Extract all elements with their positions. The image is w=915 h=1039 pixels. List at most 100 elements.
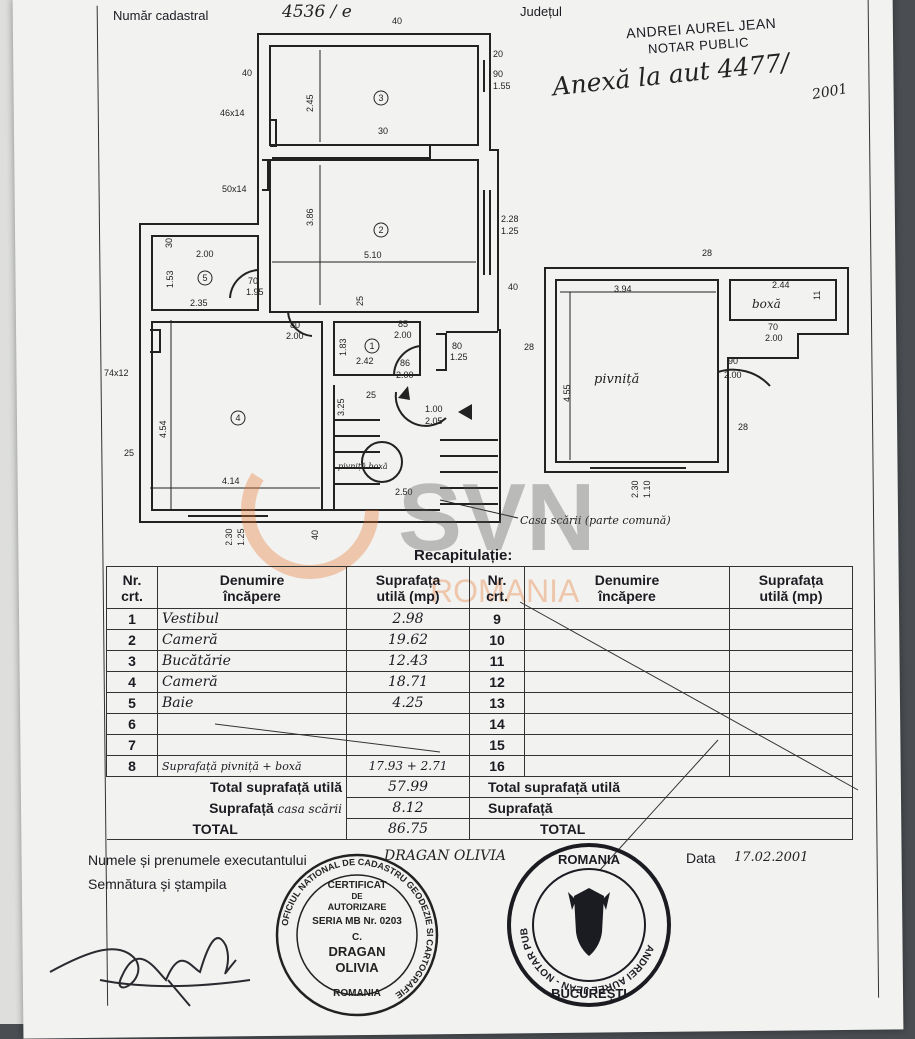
dim: 2.50 <box>395 487 413 497</box>
room-3-number: 3 <box>378 93 383 103</box>
executor-name: DRAGAN OLIVIA <box>384 848 506 864</box>
dim: 4.14 <box>222 476 240 486</box>
svg-text:OFICIUL NATIONAL DE CADASTRU G: OFICIUL NATIONAL DE CADASTRU GEODEZIE SI… <box>280 857 435 1001</box>
dim: 2.00 <box>765 333 783 343</box>
dim: 2.28 <box>501 214 519 224</box>
dim: 5.10 <box>364 250 382 260</box>
dim: 90 <box>728 356 738 366</box>
executor-label: Numele și prenumele executantului <box>88 852 307 868</box>
dim: 1.25 <box>236 528 246 545</box>
coat-of-arms-icon <box>568 888 610 956</box>
dim: 1.83 <box>338 338 348 356</box>
dim: 1.25 <box>501 226 519 236</box>
sign-label: Semnătura și ștampila <box>88 876 227 892</box>
dim: 2.00 <box>394 330 412 340</box>
date-label: Data <box>686 850 716 866</box>
county-label: Județul <box>520 4 562 19</box>
signature <box>49 937 251 1007</box>
stair-label: Casa scării (parte comună) <box>520 514 671 527</box>
dim: 2.42 <box>356 356 374 366</box>
dim: 85 <box>398 319 408 329</box>
certificate-stamp: OFICIUL NATIONAL DE CADASTRU GEODEZIE SI… <box>275 853 439 1017</box>
header-nr-right: Nr.crt. <box>469 566 525 609</box>
cert-line6: DRAGAN <box>328 944 385 959</box>
recap-title: Recapitulație: <box>414 547 513 564</box>
dim: 46x14 <box>220 108 245 118</box>
notary-bottom-text: BUCUREȘTI <box>551 986 627 1001</box>
header-nr: Nr.crt. <box>106 566 158 609</box>
cadastral-label: Număr cadastral <box>113 8 209 23</box>
cert-line4: SERIA MB Nr. 0203 <box>312 916 402 927</box>
basement-label: pivniță <box>594 372 639 387</box>
dim: 40 <box>310 530 320 540</box>
total-row: TOTAL 86.75 TOTAL <box>106 818 853 840</box>
dim: 1.00 <box>425 404 443 414</box>
cert-line2: DE <box>351 892 363 901</box>
stair-storage-label: pivniță boxă <box>338 462 388 471</box>
dim: 74x12 <box>104 368 129 378</box>
dim: 50x14 <box>222 184 247 194</box>
dim: 28 <box>702 248 712 258</box>
dim: 40 <box>242 68 252 78</box>
dim: 3.25 <box>336 398 346 416</box>
dim: 40 <box>392 16 402 26</box>
dim: 28 <box>524 342 534 352</box>
dim: 86 <box>400 358 410 368</box>
notary-top-text: ROMANIA <box>558 852 621 867</box>
notary-stamp: ANDREI AUREL JEAN - NOTAR PUBLIC ROMANIA… <box>504 840 671 1007</box>
cert-ring-text: OFICIUL NATIONAL DE CADASTRU GEODEZIE SI… <box>280 857 435 1001</box>
cert-line3: AUTORIZARE <box>328 902 387 912</box>
dim: 30 <box>378 126 388 136</box>
dim: 40 <box>508 282 518 292</box>
dim: 2.00 <box>286 331 304 341</box>
dim: 2.44 <box>772 280 790 290</box>
dim: 2.35 <box>190 298 208 308</box>
dim: 11 <box>812 291 822 300</box>
dim: 25 <box>355 296 365 306</box>
dim: 90 <box>493 69 503 79</box>
dim: 1.95 <box>246 287 264 297</box>
dim: 2.30 <box>224 528 234 545</box>
dim: 20 <box>493 49 503 59</box>
total-util-row: Total suprafață utilă 57.99 Total supraf… <box>106 776 853 798</box>
dim: 3.94 <box>614 284 632 294</box>
dim: 25 <box>366 390 376 400</box>
room-4-number: 4 <box>235 413 240 423</box>
date-value: 17.02.2001 <box>734 850 809 865</box>
dim: 30 <box>164 238 174 248</box>
dim: 80 <box>452 341 462 351</box>
room-5-number: 5 <box>202 273 207 283</box>
watermark-text: SVN <box>398 464 595 571</box>
cert-line1: CERTIFICAT <box>328 880 387 891</box>
dim: 2.00 <box>724 370 742 380</box>
dim: 2.00 <box>196 249 214 259</box>
cadastral-value: 4536 / e <box>282 2 352 22</box>
dim: 70 <box>248 276 258 286</box>
dim: 4.54 <box>158 420 168 438</box>
dim: 1.55 <box>493 81 511 91</box>
floor-plan: 3 2 5 1 4 40 40 2.45 30 20 90 1.55 46x14… <box>104 16 849 545</box>
cert-line7: OLIVIA <box>335 960 379 975</box>
dim: 28 <box>738 422 748 432</box>
dim: 2.00 <box>396 370 414 380</box>
dim: 2.45 <box>305 94 315 112</box>
dim: 80 <box>290 320 300 330</box>
dim: 70 <box>768 322 778 332</box>
dim: 4.55 <box>562 384 572 402</box>
stair-area-row: Suprafață casa scării 8.12 Suprafață <box>106 797 853 819</box>
storage-label: boxă <box>752 297 781 311</box>
room-1-number: 1 <box>369 341 374 351</box>
dim: 2.05 <box>425 416 443 426</box>
